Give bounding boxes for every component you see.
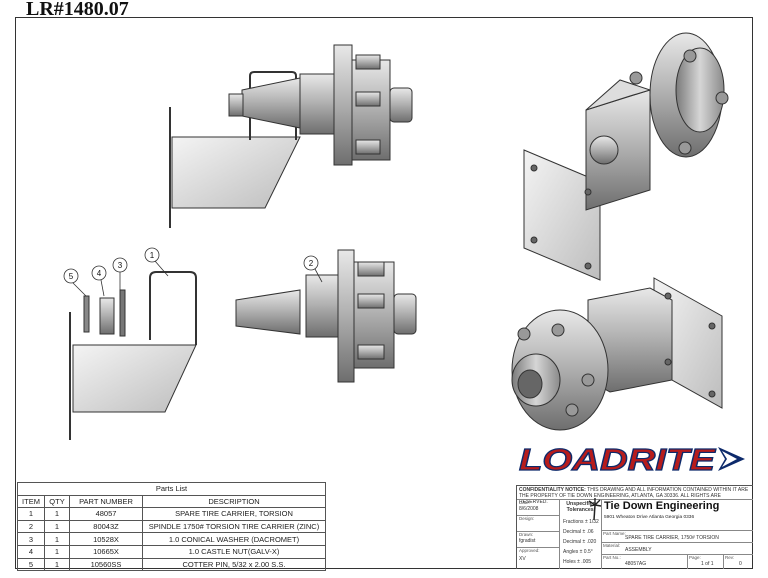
isometric-view-front xyxy=(511,277,723,431)
fractions-tolerance: Fractions ± 1/32 xyxy=(563,519,599,525)
balloon-5: 5 xyxy=(69,272,74,281)
decimal1-tolerance: Decimal ± .06 xyxy=(563,529,594,535)
side-view-assembly xyxy=(169,44,413,228)
design-label: Design: xyxy=(519,516,535,521)
part-name-value: SPARE TIRE CARRIER, 1750# TORSION xyxy=(625,535,719,541)
part-name-label: Part Name: xyxy=(603,531,626,536)
cell-part-number: 10665X xyxy=(69,544,143,559)
table-row: 1 1 48057 SPARE TIRE CARRIER, TORSION xyxy=(17,507,326,521)
palm-tree-icon xyxy=(588,498,602,521)
cell-description: SPINDLE 1750# TORSION TIRE CARRIER (ZINC… xyxy=(142,519,326,534)
logo-wordmark: LOADRITE xyxy=(519,442,717,477)
cell-description: 1.0 CASTLE NUT(GALV-X) xyxy=(142,544,326,559)
balloon-2: 2 xyxy=(309,259,314,268)
cell-qty: 1 xyxy=(44,544,70,559)
cell-part-number: 48057 xyxy=(69,507,143,521)
material-value: ASSEMBLY xyxy=(625,547,652,553)
decimal2-tolerance: Decimal ± .020 xyxy=(563,539,597,545)
cell-part-number: 10560SS xyxy=(69,557,143,572)
table-row: 5 1 10560SS COTTER PIN, 5/32 x 2.00 S.S. xyxy=(17,557,326,572)
parts-list-caption: Parts List xyxy=(17,482,326,496)
title-block: CONFIDENTIALITY NOTICE: THIS DRAWING AND… xyxy=(516,485,753,569)
cell-item: 4 xyxy=(17,544,45,559)
table-row: 2 1 80043Z SPINDLE 1750# TORSION TIRE CA… xyxy=(17,519,326,534)
parts-list-header-row: ITEM QTY PART NUMBER DESCRIPTION xyxy=(17,494,326,509)
part-no-label: Part No.: xyxy=(603,555,621,560)
cell-part-number: 10528X xyxy=(69,532,143,546)
drawing-sheet-border xyxy=(15,17,753,569)
approved-label: Approved: xyxy=(519,548,540,553)
isometric-view-rear xyxy=(523,32,729,281)
header-description: DESCRIPTION xyxy=(142,494,326,509)
drawn-label: Drawn: xyxy=(519,532,534,537)
part-no-value: 48057AG xyxy=(625,561,647,567)
date-value: 8/6/2008 xyxy=(519,506,539,512)
cell-part-number: 80043Z xyxy=(69,519,143,534)
balloon-1: 1 xyxy=(150,251,155,260)
cell-qty: 1 xyxy=(44,557,70,572)
cell-description: COTTER PIN, 5/32 x 2.00 S.S. xyxy=(142,557,326,572)
table-row: 3 1 10528X 1.0 CONICAL WASHER (DACROMET) xyxy=(17,532,326,546)
header-item: ITEM xyxy=(17,494,45,509)
cell-qty: 1 xyxy=(44,532,70,546)
page-code: LR#1480.07 xyxy=(26,0,129,20)
page-label: Page: xyxy=(689,555,701,560)
exploded-view xyxy=(69,249,417,440)
company-name: Tie Down Engineering xyxy=(604,500,720,512)
loadrite-logo: LOADRITE xyxy=(518,441,745,477)
balloon-4: 4 xyxy=(97,269,102,278)
header-part-number: PART NUMBER xyxy=(69,494,143,509)
date-label: Date: xyxy=(519,500,530,505)
holes-tolerance: Holes ± .005 xyxy=(563,559,592,565)
confidentiality-label: CONFIDENTIALITY NOTICE: xyxy=(519,487,586,493)
header-qty: QTY xyxy=(44,494,70,509)
cell-qty: 1 xyxy=(44,507,70,521)
balloon-callouts xyxy=(63,247,323,297)
confidentiality-notice: CONFIDENTIALITY NOTICE: THIS DRAWING AND… xyxy=(519,487,751,505)
rev-value: 0 xyxy=(739,561,742,567)
cell-item: 5 xyxy=(17,557,45,572)
angles-tolerance: Angles ± 0.5° xyxy=(563,549,593,555)
drawn-value: fgradist xyxy=(519,538,536,544)
cell-qty: 1 xyxy=(44,519,70,534)
material-label: Material: xyxy=(603,543,621,548)
approved-value: XV xyxy=(519,556,526,562)
page-value: 1 of 1 xyxy=(701,561,714,567)
rev-label: Rev: xyxy=(725,555,735,560)
cell-item: 3 xyxy=(17,532,45,546)
cell-item: 2 xyxy=(17,519,45,534)
unspecified-tolerances: Unspecified Tolerances: xyxy=(566,501,596,513)
cell-description: 1.0 CONICAL WASHER (DACROMET) xyxy=(142,532,326,546)
company-address: 5901 Wheaton Drive Atlanta Georgia 0336 xyxy=(604,515,695,520)
cell-description: SPARE TIRE CARRIER, TORSION xyxy=(142,507,326,521)
confidentiality-text: THIS DRAWING AND ALL INFORMATION CONTAIN… xyxy=(519,487,749,505)
parts-list-table: Parts List ITEM QTY PART NUMBER DESCRIPT… xyxy=(17,482,326,572)
cell-item: 1 xyxy=(17,507,45,521)
balloon-3: 3 xyxy=(118,261,123,270)
table-row: 4 1 10665X 1.0 CASTLE NUT(GALV-X) xyxy=(17,544,326,559)
